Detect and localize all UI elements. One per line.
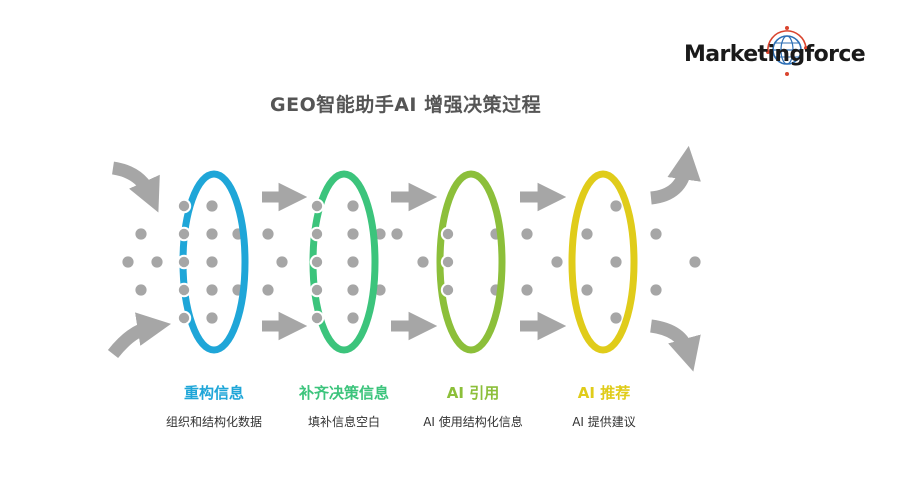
data-dot [521,284,533,296]
entry-arrow [107,312,172,359]
entry-arrow [111,161,160,213]
data-dot [347,228,359,240]
data-dot [276,256,288,268]
data-dot [206,312,218,324]
data-dot [309,310,325,326]
data-dot [176,226,192,242]
data-dot [347,312,359,324]
data-dot [551,256,563,268]
stage-title: AI 推荐 [577,384,631,402]
data-dot [440,282,456,298]
logo-text: Marketingforce [684,42,866,67]
stage-description: AI 使用结构化信息 [423,415,523,429]
data-dot [206,284,218,296]
data-dot [176,282,192,298]
stage-fill-decision-info: 补齐决策信息 填补信息空白 [269,382,419,430]
data-dot [689,256,701,268]
stage-restructure: 重构信息 组织和结构化数据 [139,382,289,430]
data-dot [610,312,622,324]
stage-ai-citation: AI 引用 AI 使用结构化信息 [398,382,548,430]
stage-description: 填补信息空白 [307,415,380,429]
data-dot [262,284,274,296]
data-dot [347,284,359,296]
data-dot [262,228,274,240]
data-dot [176,254,192,270]
data-dot [176,310,192,326]
data-dot [309,282,325,298]
page-title: GEO智能助手AI 增强决策过程 [270,94,542,116]
brand-logo: Marketingforce [684,22,866,88]
stage-description: 组织和结构化数据 [165,415,262,429]
data-dot [581,228,593,240]
globe-icon [766,26,808,76]
data-dot [135,228,147,240]
data-dot [309,198,325,214]
data-dot [440,254,456,270]
data-dot [309,254,325,270]
stage-title: AI 引用 [446,384,500,402]
exit-arrow [650,145,701,205]
data-dot [391,228,403,240]
data-dot [206,228,218,240]
data-dot [206,200,218,212]
data-dot [135,284,147,296]
data-dot [151,256,163,268]
data-dot [347,200,359,212]
filter-ring [568,170,638,354]
data-dot [581,284,593,296]
exit-arrow [649,319,701,372]
data-dot [206,256,218,268]
stage-title: 补齐决策信息 [298,384,389,402]
filter-ring [436,170,506,354]
data-dot [650,228,662,240]
data-dot [650,284,662,296]
data-dot [309,226,325,242]
data-dot [610,256,622,268]
data-dot [610,200,622,212]
data-dot [417,256,429,268]
data-dot [347,256,359,268]
data-dot [176,198,192,214]
data-dot [521,228,533,240]
data-dot [122,256,134,268]
stage-title: 重构信息 [183,384,244,402]
stage-description: AI 提供建议 [572,415,636,429]
stage-ai-recommendation: AI 推荐 AI 提供建议 [529,382,679,430]
data-dot [440,226,456,242]
